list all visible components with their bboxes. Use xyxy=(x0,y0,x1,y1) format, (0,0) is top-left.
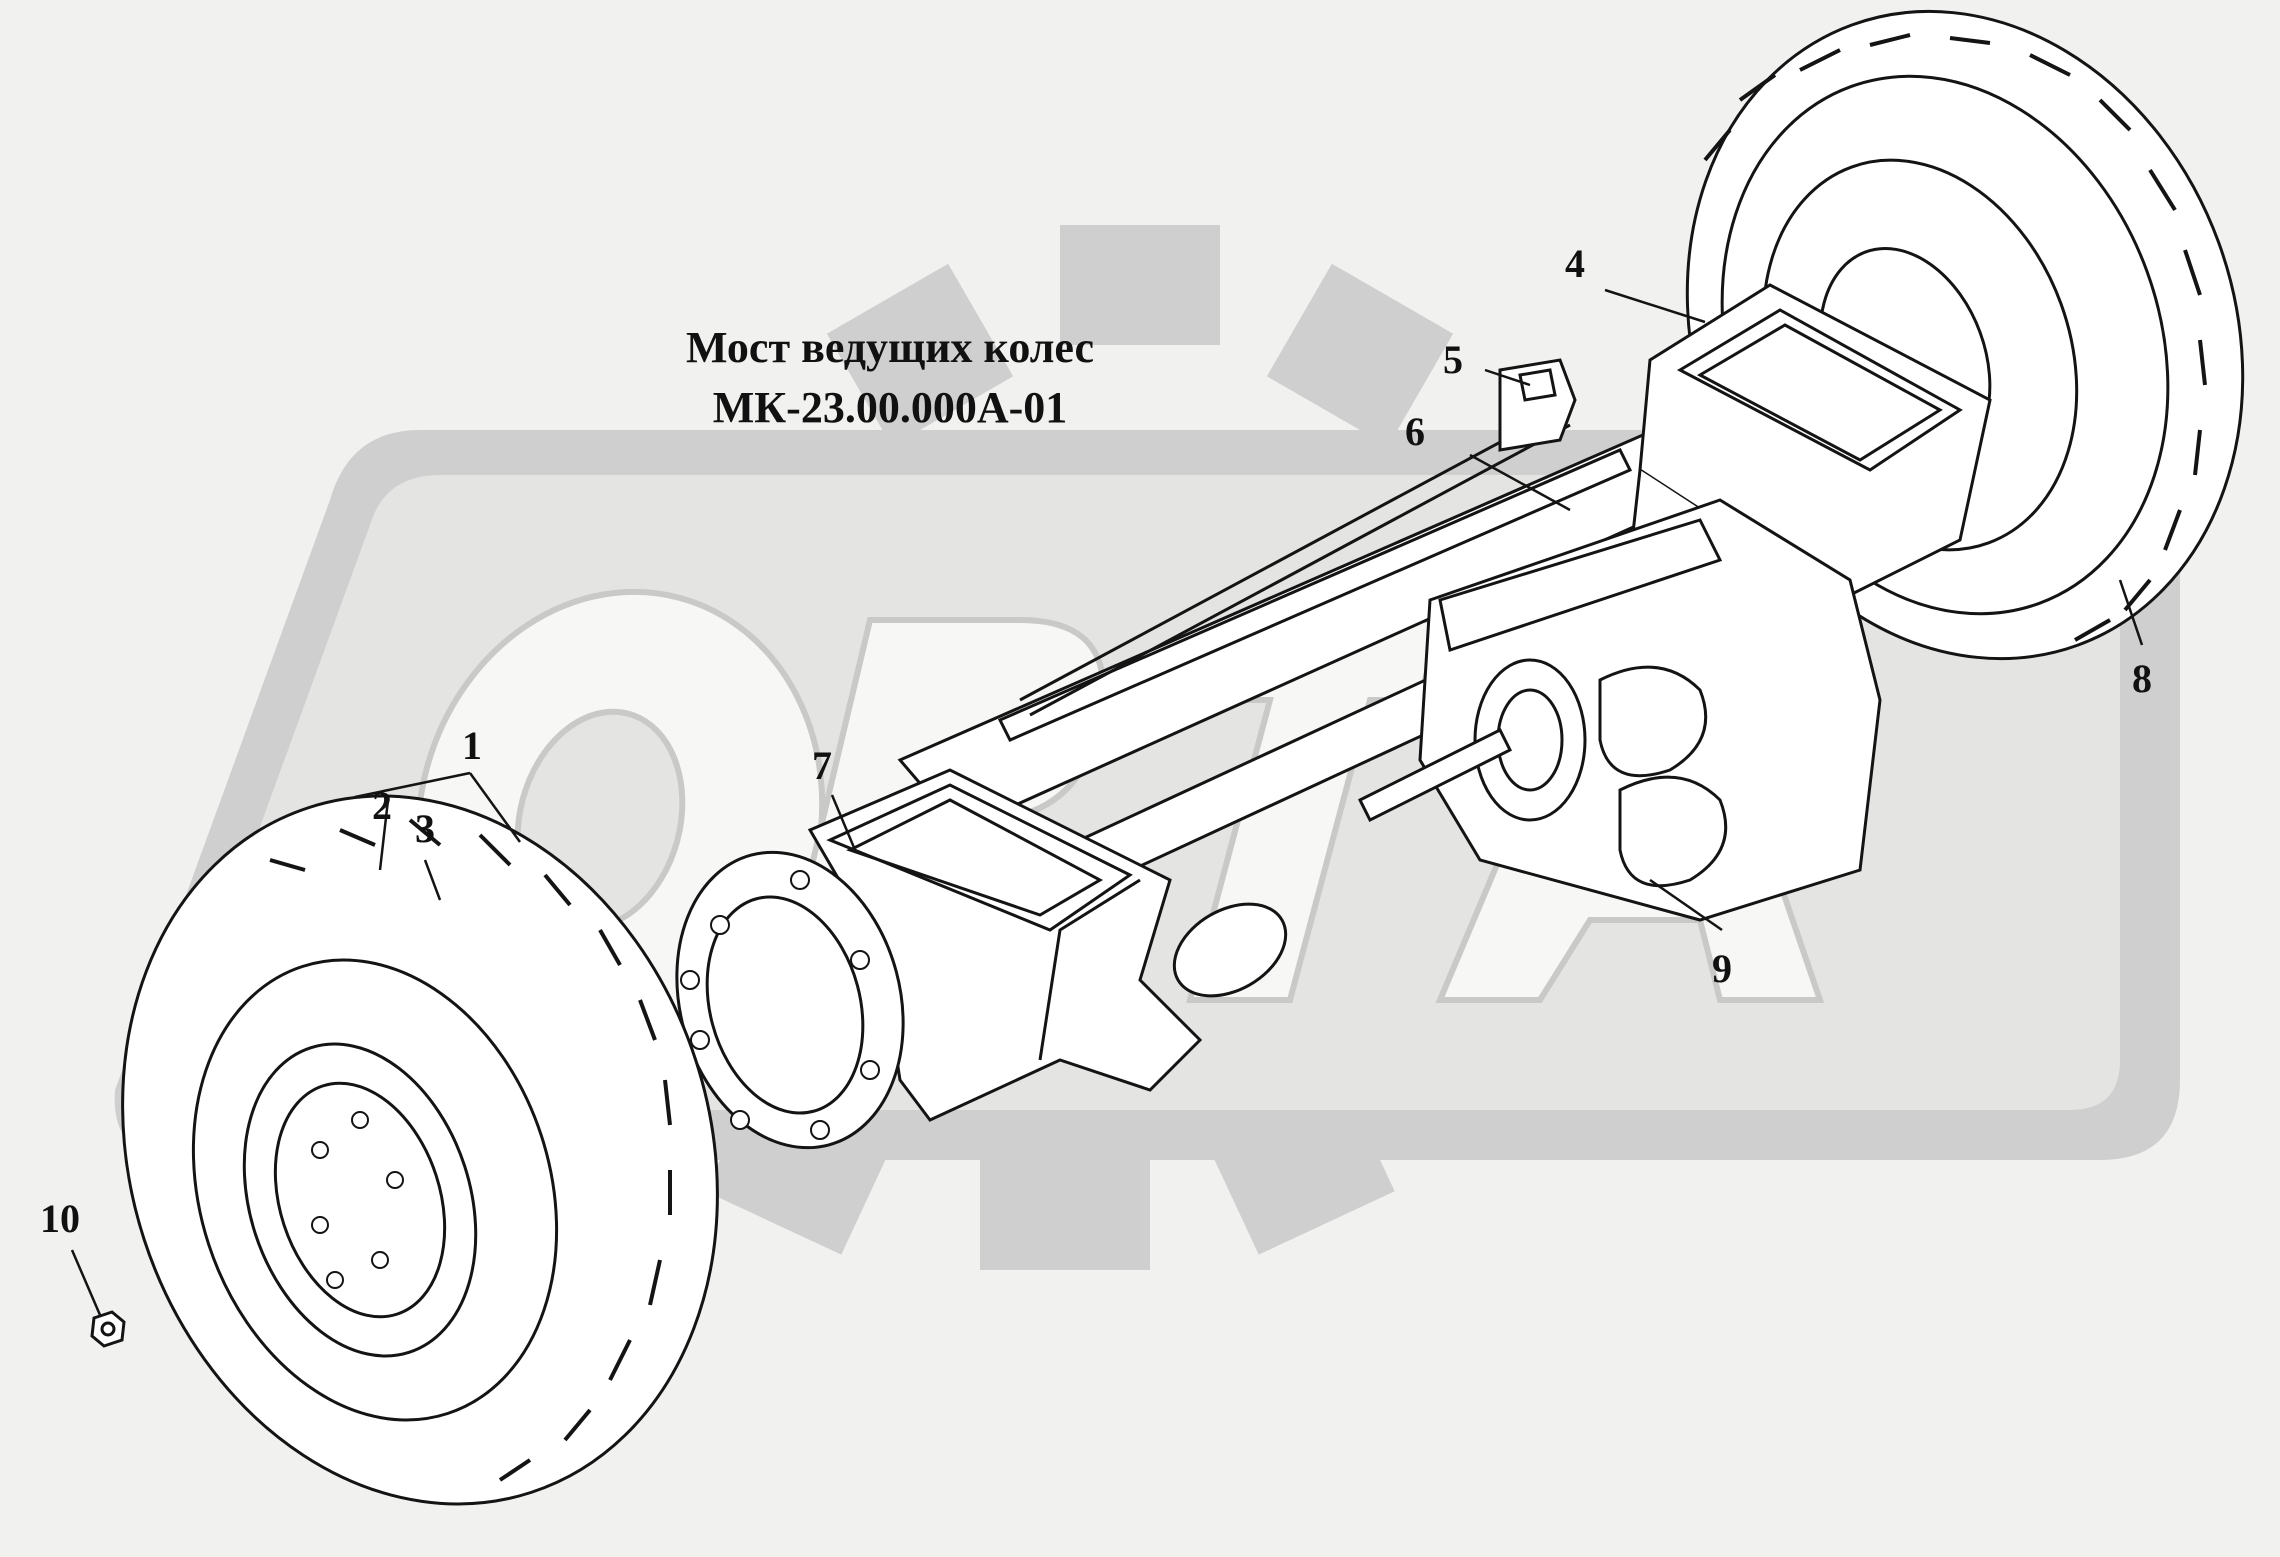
hub-flange xyxy=(675,850,905,1150)
callout-8: 8 xyxy=(2132,656,2152,701)
callout-5: 5 xyxy=(1443,337,1463,382)
leader-lines xyxy=(70,288,2144,1316)
callout-2: 2 xyxy=(372,783,392,828)
diagram-title: Мост ведущих колес xyxy=(685,323,1095,372)
callout-7: 7 xyxy=(812,743,832,788)
nut xyxy=(90,1310,126,1348)
center-housing xyxy=(1357,498,1882,922)
callout-6: 6 xyxy=(1405,409,1425,454)
left-final-drive xyxy=(807,768,1288,1122)
callout-9: 9 xyxy=(1712,946,1732,991)
left-wheel xyxy=(121,794,719,1506)
callout-4: 4 xyxy=(1565,241,1585,286)
callout-3: 3 xyxy=(415,806,435,851)
callout-10: 10 xyxy=(40,1196,80,1241)
callout-1: 1 xyxy=(462,723,482,768)
diagram-model-number: МК-23.00.000А-01 xyxy=(712,383,1068,432)
